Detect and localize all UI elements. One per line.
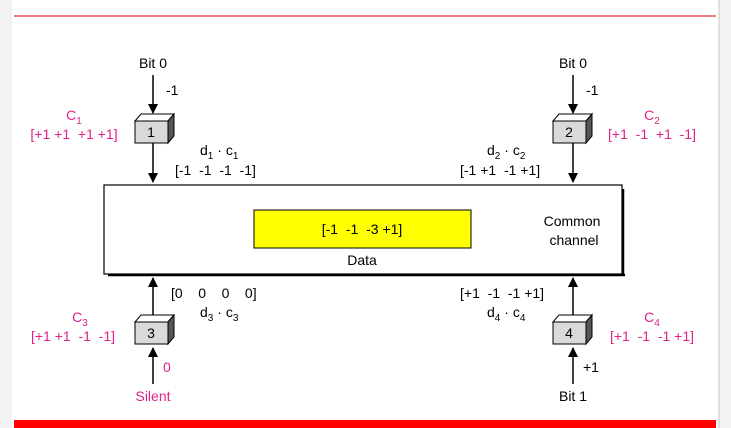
data-value: [-1 -1 -3 +1] — [322, 221, 403, 237]
data-label: Data — [347, 252, 377, 268]
station-1-code-name: C1 — [66, 107, 82, 127]
bottom-rule — [14, 420, 716, 428]
station-1-product-label: d1 · c1 — [200, 142, 239, 162]
station-4-input-label: Bit 1 — [559, 388, 587, 404]
station-1-box — [134, 120, 169, 144]
station-4-product-label: d4 · c4 — [487, 304, 526, 324]
station-3-code-name: C3 — [72, 309, 88, 329]
station-1-input-value: -1 — [166, 82, 179, 98]
channel-label-line1: Common — [544, 213, 601, 229]
station-2-code: [+1 -1 +1 -1] — [608, 126, 696, 142]
station-3: 3 0 Silent C3 [+1 +1 -1 -1] [0 0 0 0] d3… — [31, 277, 257, 404]
station-2-input-label: Bit 0 — [559, 55, 587, 71]
station-4-product-value: [+1 -1 -1 +1] — [460, 285, 544, 301]
station-4-code: [+1 -1 -1 +1] — [610, 328, 694, 344]
station-1: Bit 0 -1 1 C1 [+1 +1 +1 +1] d1 · c1 [-1 … — [30, 55, 256, 183]
station-3-box — [134, 321, 169, 345]
station-4-code-name: C4 — [644, 309, 660, 329]
station-2: Bit 0 -1 2 C2 [+1 -1 +1 -1] d2 · c2 [-1 … — [460, 55, 696, 183]
station-1-id: 1 — [147, 124, 155, 140]
station-3-product-value: [0 0 0 0] — [171, 285, 257, 301]
station-3-box-top — [133, 314, 176, 323]
station-2-product-value: [-1 +1 -1 +1] — [460, 162, 540, 178]
station-2-product-label: d2 · c2 — [487, 142, 526, 162]
station-2-code-name: C2 — [644, 107, 660, 127]
station-3-code: [+1 +1 -1 -1] — [31, 328, 115, 344]
data-box — [253, 209, 472, 249]
station-4-box-top — [551, 314, 594, 323]
station-1-product-value: [-1 -1 -1 -1] — [175, 162, 256, 178]
station-1-input-label: Bit 0 — [139, 55, 167, 71]
station-4-box — [552, 321, 587, 345]
station-3-input-value: 0 — [163, 359, 171, 375]
station-2-input-value: -1 — [586, 82, 599, 98]
station-3-id: 3 — [147, 325, 155, 341]
station-4-id: 4 — [565, 325, 573, 341]
station-2-box-top — [551, 113, 594, 122]
station-3-input-label: Silent — [135, 388, 170, 404]
station-4-input-value: +1 — [583, 359, 599, 375]
station-1-code: [+1 +1 +1 +1] — [30, 126, 117, 142]
station-3-product-label: d3 · c3 — [200, 304, 239, 324]
station-2-id: 2 — [565, 124, 573, 140]
station-2-box — [552, 120, 587, 144]
channel-label-line2: channel — [549, 232, 598, 248]
station-1-box-top — [133, 113, 176, 122]
station-4: 4 +1 Bit 1 C4 [+1 -1 -1 +1] [+1 -1 -1 +1… — [460, 277, 694, 404]
